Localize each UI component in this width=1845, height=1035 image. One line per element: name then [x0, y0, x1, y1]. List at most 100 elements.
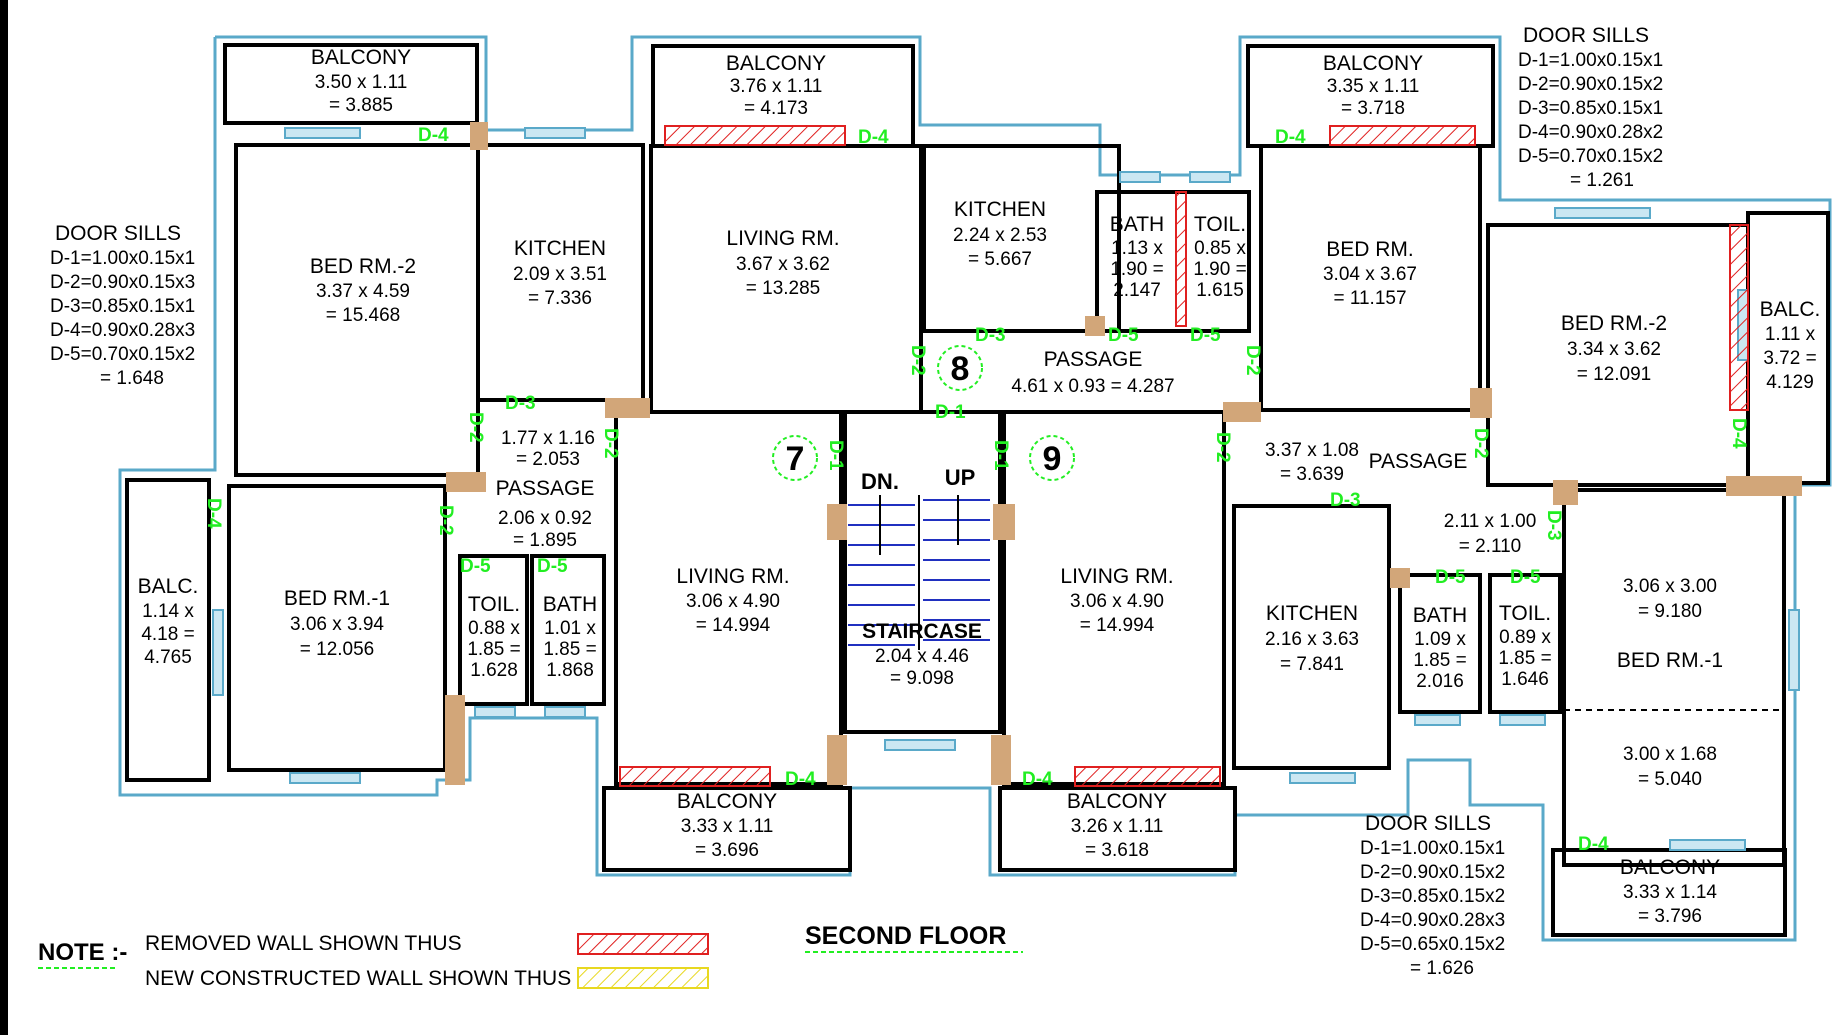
sills-line: D-4=0.90x0.28x3	[1360, 910, 1505, 931]
room-area: = 3.618	[1085, 840, 1149, 861]
door-label: D-2	[435, 505, 456, 536]
room-dims: 1.85 =	[1413, 650, 1466, 671]
room-area: = 15.468	[326, 305, 401, 326]
door-label: D-5	[1435, 567, 1466, 588]
room-area: = 3.639	[1280, 464, 1344, 485]
door-sills-left: DOOR SILLS D-1=1.00x0.15x1 D-2=0.90x0.15…	[50, 222, 195, 389]
door-label: D-5	[460, 556, 491, 577]
room-name: LIVING RM.	[1060, 565, 1173, 588]
room-dims: 0.85 x	[1194, 238, 1246, 259]
sills-line: D-1=1.00x0.15x1	[1360, 838, 1505, 859]
room-dims: 4.18 =	[141, 624, 194, 645]
room-area: = 5.667	[968, 249, 1032, 270]
sills-line: D-3=0.85x0.15x1	[1518, 98, 1663, 119]
door-label: D-4	[1275, 127, 1306, 148]
room-area: = 4.173	[744, 98, 808, 119]
room-name: BED RM.-2	[310, 255, 416, 278]
door-label: D-4	[1578, 834, 1609, 855]
room-area: = 3.796	[1638, 906, 1702, 927]
room-area: = 3.696	[695, 840, 759, 861]
sills-line: D-3=0.85x0.15x1	[50, 296, 195, 317]
door-label: D-4	[418, 125, 449, 146]
sills-line: D-4=0.90x0.28x2	[1518, 122, 1663, 143]
room-area: = 2.053	[516, 449, 580, 470]
room-area: = 11.157	[1333, 288, 1406, 309]
door-label: D-3	[1543, 510, 1564, 541]
sills-line: D-1=1.00x0.15x1	[50, 248, 195, 269]
room-name: BATH	[1110, 213, 1164, 236]
room-name: BED RM.-1	[284, 587, 390, 610]
room-area: = 12.056	[300, 639, 375, 660]
door-label: D-1	[935, 402, 966, 423]
sills-line: D-5=0.65x0.15x2	[1360, 934, 1505, 955]
room-dims: 1.85 =	[467, 639, 520, 660]
room-area: 2.147	[1113, 280, 1161, 301]
room-dims: 3.00 x 1.68	[1623, 744, 1717, 765]
page-border	[0, 0, 8, 1035]
door-label: D-5	[537, 556, 568, 577]
room-name: BALC.	[138, 575, 199, 598]
room-name: KITCHEN	[514, 237, 606, 260]
flat-number-7: 7	[786, 440, 805, 478]
sills-line: D-5=0.70x0.15x2	[1518, 146, 1663, 167]
door-label: D-4	[1728, 418, 1749, 449]
room-dims: 0.88 x	[468, 618, 520, 639]
room-area: = 12.091	[1577, 364, 1652, 385]
room-name: BALCONY	[677, 790, 777, 813]
room-dims: 1.14 x	[142, 601, 194, 622]
door-sills-bottom: DOOR SILLS D-1=1.00x0.15x1 D-2=0.90x0.15…	[1360, 812, 1505, 979]
room-area: 1.615	[1196, 280, 1244, 301]
door-label: D-2	[1242, 345, 1263, 376]
door-label: D-5	[1190, 325, 1221, 346]
room-area: = 9.180	[1638, 601, 1702, 622]
room-dims: 3.04 x 3.67	[1323, 264, 1417, 285]
sills-line: D-2=0.90x0.15x3	[50, 272, 195, 293]
removed-wall-swatch	[577, 933, 709, 955]
room-dims: 1.90 =	[1110, 259, 1163, 280]
door-label: D-2	[1212, 432, 1233, 463]
room-name: TOIL.	[1194, 213, 1246, 236]
pillars	[445, 122, 1802, 785]
room-dims: 1.85 =	[543, 639, 596, 660]
room-name: BALCONY	[726, 52, 826, 75]
note-label: NOTE :-	[38, 939, 127, 966]
room-area: = 14.994	[1080, 615, 1155, 636]
room-dims: 3.37 x 4.59	[316, 281, 410, 302]
room-name: KITCHEN	[1266, 602, 1358, 625]
room-area: = 3.885	[329, 95, 393, 116]
sills-title: DOOR SILLS	[55, 222, 181, 245]
room-dims: 1.01 x	[544, 618, 596, 639]
room-name: PASSAGE	[496, 477, 595, 500]
room-dims: 3.67 x 3.62	[736, 254, 830, 275]
door-label: D-3	[505, 393, 536, 414]
sills-title: DOOR SILLS	[1365, 812, 1491, 835]
door-label: D-3	[975, 325, 1006, 346]
legend: NOTE :- REMOVED WALL SHOWN THUS NEW CONS…	[38, 932, 709, 990]
sills-line: D-1=1.00x0.15x1	[1518, 50, 1663, 71]
room-dims: 3.06 x 3.00	[1623, 576, 1717, 597]
sills-line: D-2=0.90x0.15x2	[1518, 74, 1663, 95]
sills-total: = 1.648	[100, 368, 164, 389]
room-dims: 3.72 =	[1763, 348, 1816, 369]
door-label: D-5	[1510, 567, 1541, 588]
new-wall-swatch	[577, 967, 709, 989]
door-label: D-3	[1330, 490, 1361, 511]
room-dims: 1.85 =	[1498, 648, 1551, 669]
room-dims: 2.04 x 4.46	[875, 646, 969, 667]
room-dims: 1.13 x	[1111, 238, 1163, 259]
room-area: = 5.040	[1638, 769, 1702, 790]
room-name: TOIL.	[468, 593, 520, 616]
room-dims: 0.89 x	[1499, 627, 1551, 648]
flat-markers	[772, 345, 1075, 481]
sills-title: DOOR SILLS	[1523, 24, 1649, 47]
door-label: D-4	[1022, 769, 1053, 790]
room-area: = 14.994	[696, 615, 771, 636]
room-area: 1.646	[1501, 669, 1549, 690]
room-dims: 1.11 x	[1765, 324, 1816, 345]
sills-line: D-3=0.85x0.15x2	[1360, 886, 1505, 907]
room-dims: 3.26 x 1.11	[1071, 816, 1164, 837]
room-dims: 3.06 x 4.90	[1070, 591, 1164, 612]
staircase	[848, 495, 990, 650]
room-area: = 1.895	[513, 530, 577, 551]
